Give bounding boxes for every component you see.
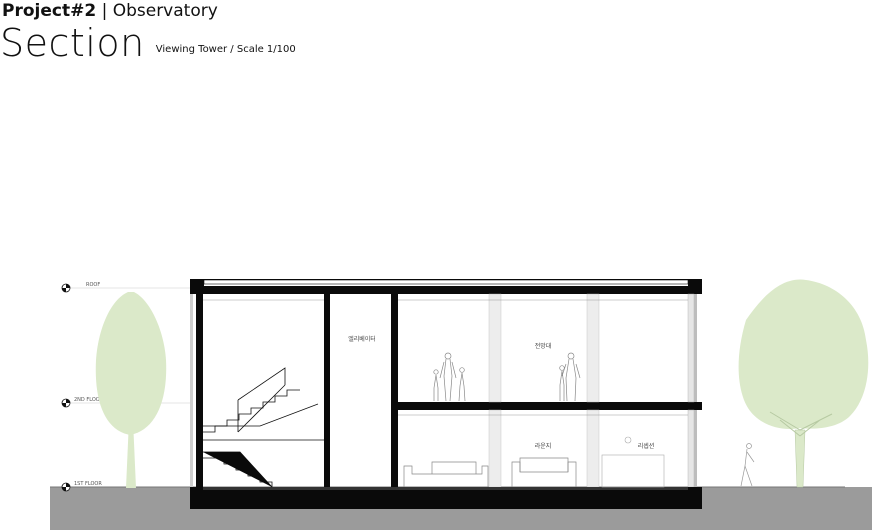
project-number: Project#2 (2, 1, 97, 21)
reception-desk (601, 436, 665, 488)
level-marker-roof: ROOF (61, 282, 190, 293)
project-name: Observatory (112, 1, 218, 21)
sofa-right (511, 457, 577, 487)
sofa-left (403, 461, 489, 487)
level-label-roof: ROOF (86, 282, 100, 288)
drawing-heading: Section Viewing Tower / Scale 1/100 (0, 22, 296, 64)
drawing-subtitle: Viewing Tower / Scale 1/100 (155, 44, 296, 55)
level-marker-1f: 1ST FLOOR (61, 481, 102, 492)
people-group-left (433, 352, 466, 402)
building-section (190, 279, 702, 509)
project-title: Project#2 | Observatory (2, 0, 218, 22)
room-label-lounge: 라운지 (535, 442, 552, 450)
person-walking (740, 443, 755, 487)
staircase (203, 367, 324, 488)
level-label-2f: 2ND FLOOR (74, 397, 104, 403)
room-label-observation-deck: 전망대 (535, 342, 552, 350)
room-label-reception: 리셉션 (638, 442, 655, 450)
drawing-type: Section (0, 21, 145, 65)
tree-right (738, 279, 869, 488)
tree-left (95, 292, 167, 488)
title-separator: | (101, 1, 108, 21)
people-group-right (559, 352, 581, 402)
level-label-1f: 1ST FLOOR (74, 481, 102, 487)
room-label-elevator: 엘리베이터 (348, 335, 376, 343)
